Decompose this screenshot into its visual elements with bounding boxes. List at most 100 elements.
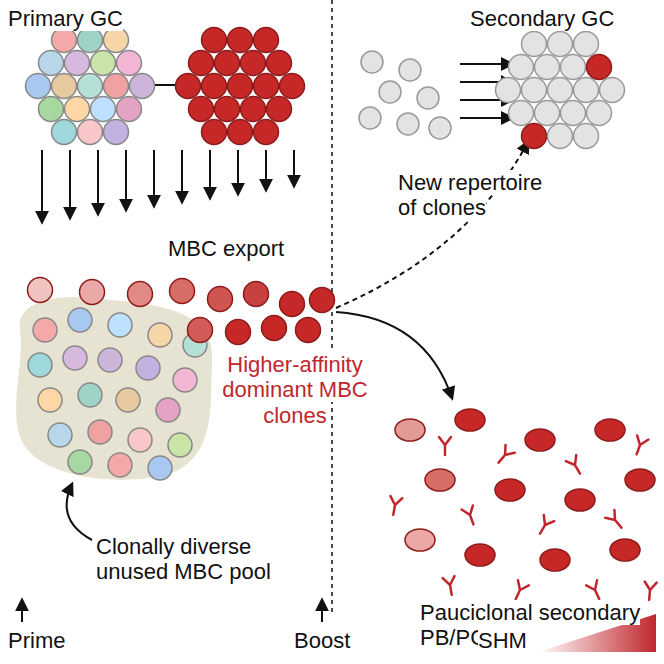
cell: [104, 74, 129, 99]
cell: [359, 107, 381, 129]
time-label: Prime: [8, 628, 88, 653]
cell: [116, 388, 140, 412]
text: Boost: [294, 628, 350, 653]
cell: [78, 28, 103, 53]
plasma-cell: [565, 489, 595, 511]
antibody: [387, 496, 402, 516]
axis-label: SHM: [478, 628, 538, 653]
cell: [128, 428, 152, 452]
cell: [574, 32, 599, 57]
cell: [176, 74, 201, 99]
text: Higher-affinity dominant MBC clones: [222, 352, 368, 428]
cell: [296, 318, 321, 343]
arrow: [41, 150, 43, 222]
cell: [39, 51, 64, 76]
cell: [600, 78, 625, 103]
cell: [170, 279, 195, 304]
cell: [108, 313, 132, 337]
cell: [68, 450, 92, 474]
text: Secondary GC: [470, 6, 614, 31]
cell: [52, 120, 77, 145]
cell: [78, 74, 103, 99]
cell: [52, 74, 77, 99]
cell: [78, 383, 102, 407]
cell: [189, 51, 214, 76]
plasma-cell: [595, 419, 625, 441]
cell: [130, 74, 155, 99]
cell: [262, 316, 287, 341]
cell: [33, 318, 57, 342]
cell: [39, 97, 64, 122]
text: Prime: [8, 628, 65, 653]
antibody: [510, 580, 528, 601]
cell: [98, 348, 122, 372]
text: MBC export: [168, 236, 284, 261]
cell: [548, 78, 573, 103]
arrow: [293, 150, 295, 186]
cell: [228, 74, 253, 99]
antibody: [462, 505, 479, 526]
cell: [226, 320, 251, 345]
cell: [202, 74, 227, 99]
time-label: Boost: [294, 628, 374, 653]
cell: [561, 101, 586, 126]
antibody: [643, 582, 657, 601]
note-label: Pauciclonal secondary PB/PC: [420, 600, 660, 651]
cell: [241, 51, 266, 76]
plasma-cell: [610, 539, 640, 561]
arrow: [209, 150, 211, 198]
plasma-cell: [405, 529, 435, 551]
arrow: [69, 150, 71, 218]
cell: [535, 55, 560, 80]
cell: [561, 55, 586, 80]
antibody: [439, 437, 451, 455]
cell: [574, 78, 599, 103]
arrow: [21, 600, 23, 622]
cell: [574, 124, 599, 149]
cell: [202, 28, 227, 53]
cell: [361, 51, 383, 73]
text: SHM: [478, 628, 527, 653]
cell: [254, 74, 279, 99]
cell: [91, 97, 116, 122]
cell: [244, 282, 269, 307]
cell: [522, 32, 547, 57]
cell: [522, 78, 547, 103]
note-label: New repertoire of clones: [398, 170, 548, 221]
cell: [104, 120, 129, 145]
plasma-cell: [540, 549, 570, 571]
cell: [509, 101, 534, 126]
plasma-cell: [525, 429, 555, 451]
cell: [189, 97, 214, 122]
plasma-cell: [455, 409, 485, 431]
cell: [280, 74, 305, 99]
cell: [156, 398, 180, 422]
title-label: Primary GC: [8, 6, 208, 31]
cell: [68, 308, 92, 332]
cell: [548, 124, 573, 149]
cell: [280, 292, 305, 317]
cell: [80, 280, 105, 305]
plasma-cell: [465, 544, 495, 566]
cell: [587, 55, 612, 80]
text: Pauciclonal secondary PB/PC: [420, 600, 640, 650]
process-label: MBC export: [168, 236, 358, 261]
cell: [88, 420, 112, 444]
antibody: [566, 455, 585, 477]
cell: [397, 113, 419, 135]
arrow: [97, 150, 99, 214]
cell: [587, 101, 612, 126]
cell: [202, 120, 227, 145]
antibody: [631, 435, 648, 456]
arrow: [460, 117, 512, 119]
cell: [228, 120, 253, 145]
cell: [136, 356, 160, 380]
cell: [28, 353, 52, 377]
arrow: [321, 600, 323, 622]
cell: [52, 28, 77, 53]
cell: [509, 55, 534, 80]
antibody: [586, 580, 604, 601]
arrow: [265, 150, 267, 190]
cell: [208, 287, 233, 312]
